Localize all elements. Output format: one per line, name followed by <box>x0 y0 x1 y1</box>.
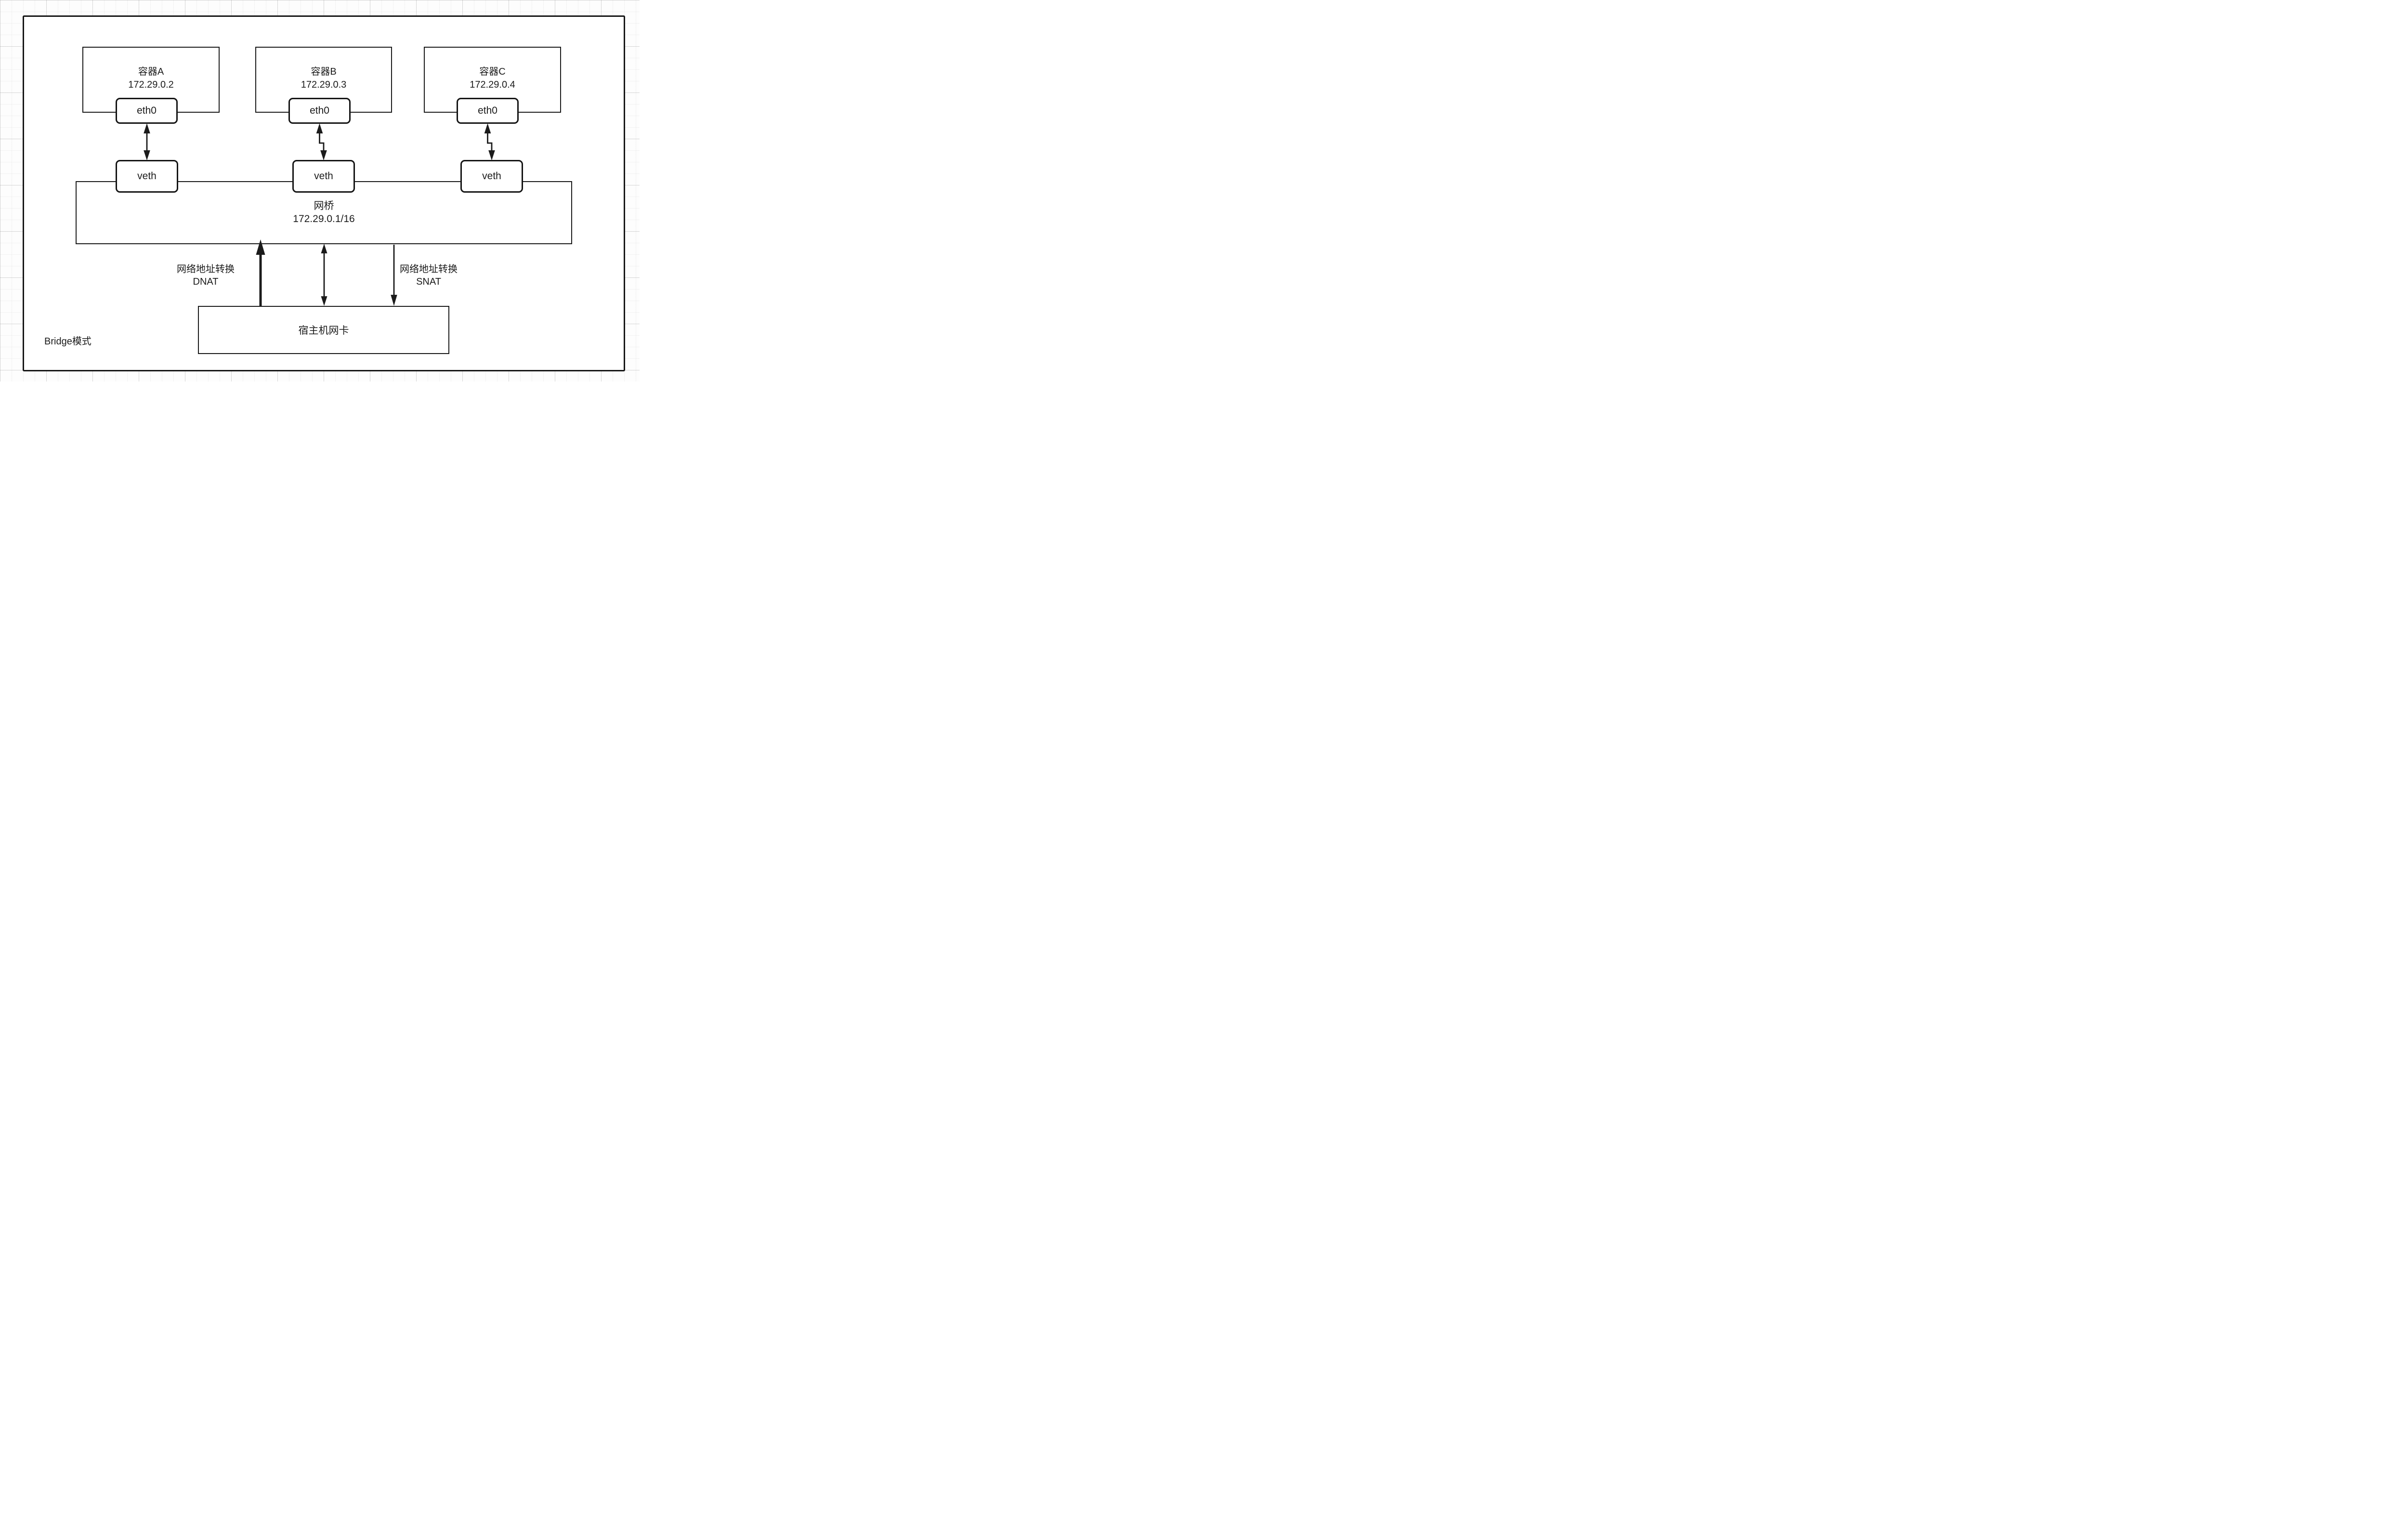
veth-label-c: veth <box>482 171 501 182</box>
bridge-label: 网桥 172.29.0.1/16 <box>77 199 571 225</box>
container-c-ip: 172.29.0.4 <box>470 79 515 90</box>
container-c-label: 容器C 172.29.0.4 <box>425 48 560 92</box>
eth0-box-container-c: eth0 <box>457 98 519 124</box>
eth0-label-a: eth0 <box>137 105 157 116</box>
eth0-label-b: eth0 <box>310 105 329 116</box>
snat-label-line1: 网络地址转换 <box>400 264 458 275</box>
dnat-label-line2: DNAT <box>193 276 219 287</box>
host-nic-box: 宿主机网卡 <box>198 306 449 354</box>
container-b-ip: 172.29.0.3 <box>301 79 347 90</box>
dnat-label-line1: 网络地址转换 <box>177 264 235 275</box>
snat-label: 网络地址转换 SNAT <box>356 263 501 288</box>
veth-label-a: veth <box>137 171 157 182</box>
container-a-name: 容器A <box>138 66 164 77</box>
container-b-label: 容器B 172.29.0.3 <box>256 48 391 92</box>
veth-box-c: veth <box>460 160 523 193</box>
diagram-canvas: 容器A 172.29.0.2 容器B 172.29.0.3 容器C 172.29… <box>0 0 640 382</box>
veth-box-b: veth <box>292 160 355 193</box>
veth-box-a: veth <box>116 160 178 193</box>
snat-label-line2: SNAT <box>416 276 441 287</box>
container-c-name: 容器C <box>479 66 506 77</box>
container-a-ip: 172.29.0.2 <box>128 79 174 90</box>
container-a-label: 容器A 172.29.0.2 <box>83 48 219 92</box>
eth0-label-c: eth0 <box>478 105 497 116</box>
bridge-name: 网桥 <box>314 200 334 211</box>
eth0-box-container-a: eth0 <box>116 98 178 124</box>
bridge-mode-label: Bridge模式 <box>44 336 92 347</box>
container-b-name: 容器B <box>311 66 337 77</box>
bridge-cidr: 172.29.0.1/16 <box>293 213 355 224</box>
dnat-label: 网络地址转换 DNAT <box>133 263 278 288</box>
host-nic-label: 宿主机网卡 <box>298 325 349 336</box>
veth-label-b: veth <box>314 171 333 182</box>
eth0-box-container-b: eth0 <box>288 98 351 124</box>
